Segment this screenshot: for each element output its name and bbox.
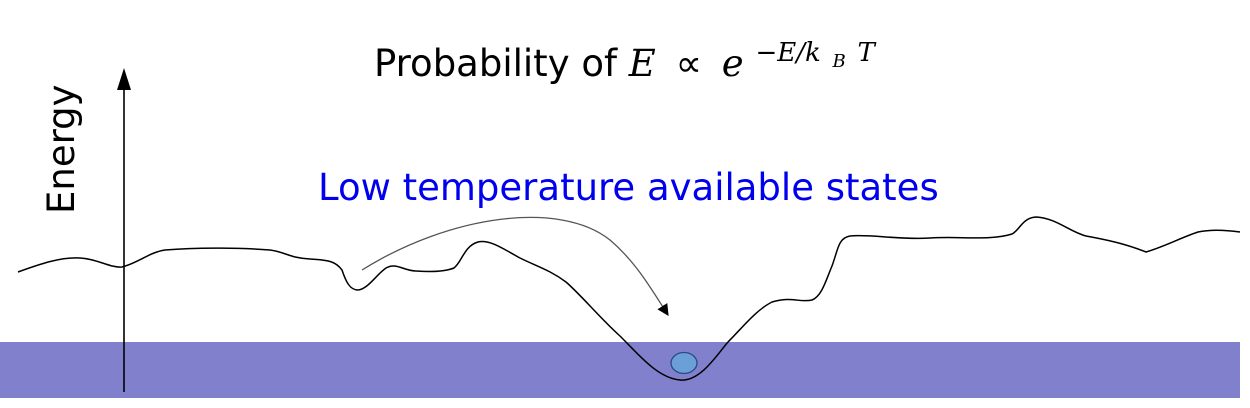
formula-exponent-subscript: B [831, 51, 845, 72]
formula-exponent-lead: −E/k [755, 38, 820, 68]
state-ball [670, 351, 698, 375]
energy-axis-arrowhead [117, 68, 131, 90]
annotation-arrow [361, 216, 669, 316]
energy-landscape-curve [17, 216, 1241, 381]
formula-base: e [722, 42, 744, 85]
title: Probability of E ∝ e −E/k B T [374, 27, 876, 85]
low-energy-band [0, 342, 1240, 398]
energy-axis-label: Energy [40, 84, 83, 214]
formula-proportional-symbol: ∝ [676, 42, 702, 85]
formula-exponent-tail: T [857, 38, 876, 68]
title-prefix: Probability of [374, 42, 629, 85]
formula-lhs: E [628, 42, 656, 85]
annotation-label: Low temperature available states [318, 166, 939, 209]
